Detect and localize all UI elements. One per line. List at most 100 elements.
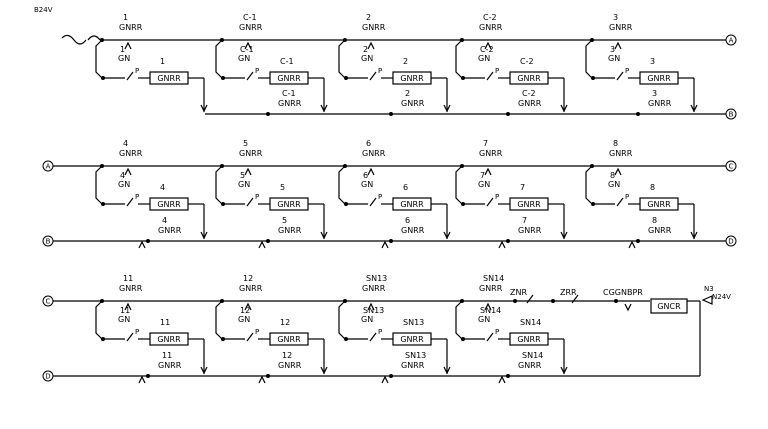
contact-tag: 1 [120, 45, 125, 54]
branch-wire [338, 300, 346, 340]
top-contact-tag: 4 [123, 139, 128, 148]
contact-slash [486, 332, 494, 342]
contact-tag: 4 [120, 171, 125, 180]
contact-tag: 6 [363, 171, 368, 180]
contact-mark [381, 375, 389, 384]
polarity-mark: P [255, 193, 259, 201]
contact-slash [126, 197, 134, 207]
contact-type: GN [238, 315, 250, 324]
top-contact-type: GNRR [609, 23, 633, 32]
top-contact-tag: 12 [243, 274, 253, 283]
contact-tag: 8 [610, 171, 615, 180]
top-contact-tag: 3 [613, 13, 618, 22]
contact-mark [367, 167, 375, 176]
contact-mark [443, 231, 451, 240]
top-contact-type: GNRR [239, 284, 263, 293]
bottom-contact-tag: SN14 [522, 351, 543, 360]
top-contact-type: GNRR [479, 284, 503, 293]
junction-dot [551, 299, 555, 303]
supply-input-label: B24V [34, 6, 53, 14]
contact-slash [486, 197, 494, 207]
coil-tag: 4 [160, 183, 165, 192]
contact-type: GN [478, 54, 490, 63]
contact-type: GN [608, 180, 620, 189]
bottom-contact-tag: 8 [652, 216, 657, 225]
polarity-mark: P [378, 67, 382, 75]
bottom-contact-type: GNRR [518, 361, 542, 370]
supply-wave [61, 34, 87, 45]
contact-mark [124, 167, 132, 176]
junction-dot [513, 299, 517, 303]
bottom-contact-type: GNRR [401, 99, 425, 108]
junction-dot [636, 239, 640, 243]
polarity-mark: P [495, 67, 499, 75]
bottom-contact-type: GNRR [278, 361, 302, 370]
top-contact-tag: C-2 [483, 13, 497, 22]
branch-wire [95, 300, 103, 340]
bottom-contact-type: GNRR [278, 226, 302, 235]
top-contact-type: GNRR [119, 284, 143, 293]
bottom-contact-tag: 12 [282, 351, 292, 360]
contact-mark [367, 41, 375, 50]
bottom-contact-type: GNRR [278, 99, 302, 108]
bottom-contact-tag: 4 [162, 216, 167, 225]
top-contact-type: GNRR [479, 149, 503, 158]
bottom-contact-tag: C-1 [282, 89, 296, 98]
terminal-label-b: B [46, 238, 51, 246]
bottom-contact-tag: SN13 [405, 351, 426, 360]
contact-mark [124, 41, 132, 50]
contact-mark [200, 366, 208, 375]
relay-coil-label: GNRR [157, 335, 181, 344]
contact-slash [571, 294, 579, 304]
branch-wire [455, 39, 463, 79]
junction-dot [266, 112, 270, 116]
contact-mark [443, 104, 451, 113]
polarity-mark: P [495, 328, 499, 336]
contact-mark [560, 231, 568, 240]
relay-coil-label: GNRR [647, 74, 671, 83]
junction-dot [506, 239, 510, 243]
contact-mark [320, 366, 328, 375]
coil-tag: 2 [403, 57, 408, 66]
contact-tag: SN14 [480, 306, 501, 315]
junction-dot [614, 299, 618, 303]
junction-dot [636, 112, 640, 116]
coil-tag: 5 [280, 183, 285, 192]
polarity-mark: P [255, 67, 259, 75]
terminal-a [725, 34, 737, 46]
contact-slash [369, 71, 377, 81]
top-contact-tag: 7 [483, 139, 488, 148]
relay-coil-label: GNRR [277, 74, 301, 83]
relay-coil-label: GNRR [157, 200, 181, 209]
terminal-label-a: A [729, 37, 734, 45]
contact-mark [484, 41, 492, 50]
relay-coil-label: GNRR [400, 74, 424, 83]
gncr-coil-box [650, 298, 688, 314]
top-contact-tag: 1 [123, 13, 128, 22]
top-contact-tag: C-1 [243, 13, 257, 22]
contact-mark [560, 366, 568, 375]
bottom-contact-type: GNRR [158, 226, 182, 235]
coil-tag: 3 [650, 57, 655, 66]
coil-tag: 8 [650, 183, 655, 192]
top-contact-type: GNRR [119, 23, 143, 32]
contact-mark [258, 240, 266, 249]
coil-tag: 11 [160, 318, 170, 327]
junction-dot [146, 374, 150, 378]
contact-mark [560, 104, 568, 113]
bottom-contact-tag: 2 [405, 89, 410, 98]
contact-mark [498, 375, 506, 384]
relay-coil-label: GNRR [400, 335, 424, 344]
polarity-mark: P [135, 193, 139, 201]
bottom-contact-tag: 7 [522, 216, 527, 225]
contact-type: GN [478, 180, 490, 189]
contact-mark [138, 240, 146, 249]
top-contact-tag: 2 [366, 13, 371, 22]
junction-dot [389, 239, 393, 243]
bottom-contact-tag: C-2 [522, 89, 536, 98]
relay-coil-label: GNRR [277, 200, 301, 209]
contact-tag: C-2 [480, 45, 494, 54]
junction-dot [266, 239, 270, 243]
top-contact-type: GNRR [239, 149, 263, 158]
